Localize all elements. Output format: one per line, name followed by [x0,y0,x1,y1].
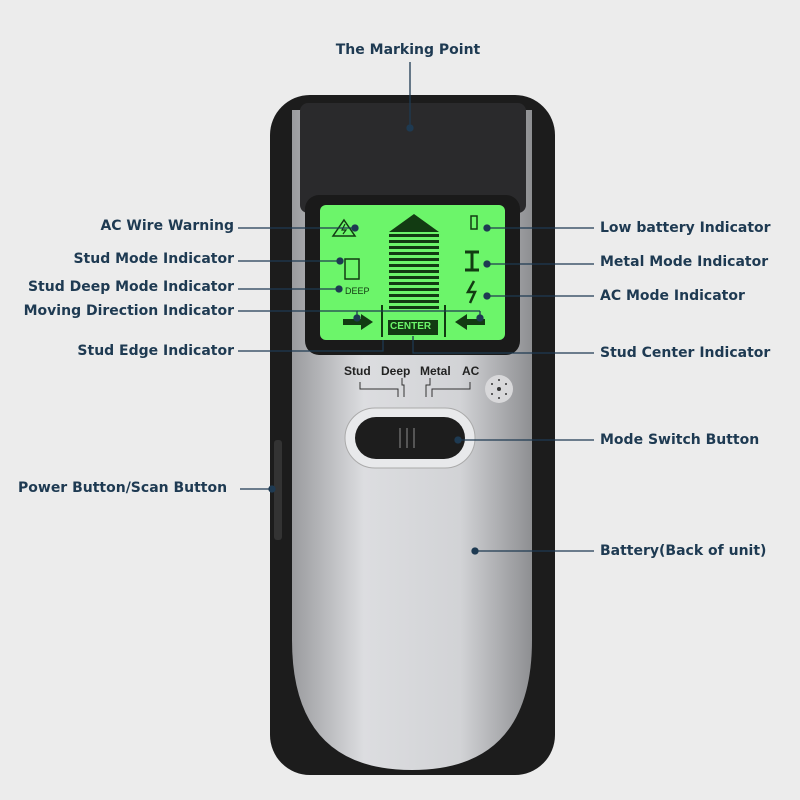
lcd-deep-text: DEEP [345,286,370,296]
stud-edge-right [444,305,446,337]
label-metal-mode: Metal Mode Indicator [600,254,769,270]
mode-metal: Metal [420,364,451,378]
stud-block-icon [344,258,360,280]
ac-bolt-icon [465,280,477,304]
power-scan-button[interactable] [274,440,282,540]
label-battery: Battery(Back of unit) [600,543,767,559]
label-marking-point: The Marking Point [335,42,481,58]
label-power-button: Power Button/Scan Button [18,480,228,496]
label-low-battery: Low battery Indicator [600,220,771,236]
arrow-left-icon [455,314,485,330]
label-stud-center: Stud Center Indicator [600,345,771,361]
center-box [388,320,438,335]
stud-edge-left [381,305,383,337]
low-battery-icon [470,215,478,230]
metal-beam-icon [465,250,479,272]
label-moving-direction: Moving Direction Indicator [23,303,234,319]
marking-window [300,103,526,213]
label-stud-edge: Stud Edge Indicator [77,343,234,359]
mode-stud: Stud [344,364,371,378]
label-ac-mode: AC Mode Indicator [600,288,745,304]
mode-ac: AC [462,364,480,378]
label-stud-mode: Stud Mode Indicator [73,251,234,267]
label-mode-switch: Mode Switch Button [600,432,760,448]
mode-deep: Deep [381,364,411,378]
label-stud-deep-mode: Stud Deep Mode Indicator [27,279,234,295]
mode-switch-button[interactable] [355,417,465,459]
label-ac-wire-warning: AC Wire Warning [100,218,234,234]
lcd-center-text: CENTER [390,321,432,332]
direction-arrow-up-icon [389,214,439,232]
signal-bars [389,234,439,309]
arrow-right-icon [343,314,373,330]
